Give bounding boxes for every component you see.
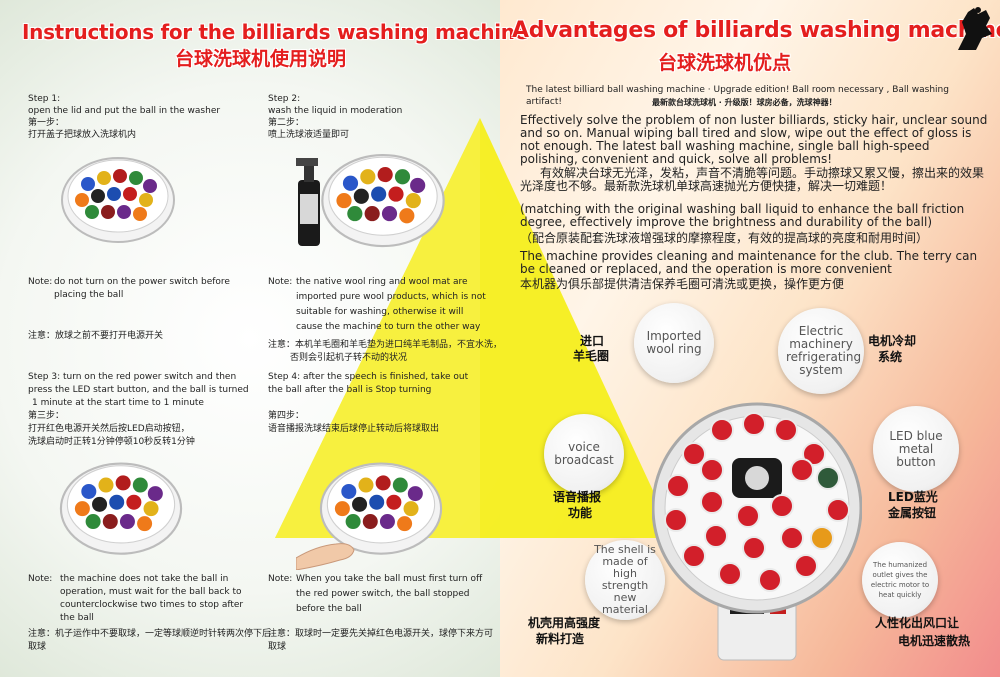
step2-zh-text: 喷上洗球液适量即可 bbox=[268, 130, 350, 140]
feature-shell-circle: The shell is made of high strength new m… bbox=[585, 540, 665, 620]
note4-text3: before the ball bbox=[296, 604, 362, 614]
note4-zh2: 取球 bbox=[268, 642, 287, 652]
billiard-washer-image-step1 bbox=[61, 157, 175, 243]
feature-outlet-en: The humanized outlet gives the electric … bbox=[870, 561, 930, 599]
feature-voice-circle: voice broadcast bbox=[544, 414, 624, 494]
note1-label: Note: bbox=[28, 277, 53, 287]
note3-text4: the ball bbox=[60, 613, 94, 623]
feature-wool-ring-en: Imported wool ring bbox=[646, 329, 702, 356]
feature-outlet-circle: The humanized outlet gives the electric … bbox=[862, 542, 938, 618]
hand-image bbox=[296, 543, 355, 570]
feature-motor-zh1: 电机冷却 bbox=[868, 334, 917, 348]
note1-text1: do not turn on the power switch before bbox=[54, 277, 230, 287]
silhouette-logo bbox=[958, 7, 992, 50]
note3-text3: counterclockwise two times to stop after bbox=[60, 600, 244, 610]
feature-led-circle: LED blue metal button bbox=[873, 406, 959, 492]
note3-zh1: 注意：机子运作中不要取球，一定等球顺逆时针转两次停下后 bbox=[28, 629, 272, 639]
intro-en: The latest billiard ball washing machine… bbox=[526, 85, 949, 107]
para2-zh: （配合原装配套洗球液增强球的摩擦程度，有效的提高球的亮度和耐用时间） bbox=[520, 231, 929, 245]
feature-motor-circle: Electric machinery refrigerating system bbox=[778, 308, 864, 394]
para1-en: Effectively solve the problem of non lus… bbox=[520, 113, 988, 166]
feature-voice-zh1: 语音播报 bbox=[553, 490, 602, 504]
feature-shell-zh2: 新料打造 bbox=[536, 632, 585, 646]
note2-label: Note: bbox=[268, 277, 293, 287]
step1-zh-label: 第一步： bbox=[28, 118, 65, 128]
step4-text2: the ball after the ball is Stop turning bbox=[268, 385, 432, 395]
step3-zh2: 洗球启动时正转1分钟停顿10秒反转1分钟 bbox=[28, 437, 195, 447]
billiard-washer-image-step3 bbox=[59, 462, 183, 555]
note2-zh1: 注意：本机羊毛圈和羊毛垫为进口纯羊毛制品，不宜水洗， bbox=[268, 340, 503, 350]
note1-zh: 注意：放球之前不要打开电源开关 bbox=[28, 331, 164, 341]
note4-text2: the red power switch, the ball stopped bbox=[296, 589, 470, 599]
feature-motor-en: Electric machinery refrigerating system bbox=[786, 324, 862, 377]
right-title-zh: 台球洗球机优点 bbox=[658, 52, 792, 74]
feature-outlet-zh2: 电机迅速散热 bbox=[898, 634, 971, 648]
para3-en: The machine provides cleaning and mainte… bbox=[520, 249, 978, 276]
left-title-en: Instructions for the billiards washing m… bbox=[22, 20, 529, 44]
step2-label: Step 2: bbox=[268, 94, 301, 104]
step2-zh-label: 第二步： bbox=[268, 118, 305, 128]
step1-zh-text: 打开盖子把球放入洗球机内 bbox=[28, 130, 137, 140]
feature-wool-ring-zh1: 进口 bbox=[580, 334, 605, 348]
left-title-zh: 台球洗球机使用说明 bbox=[175, 48, 347, 70]
note4-label: Note: bbox=[268, 574, 293, 584]
step3-zh-label: 第三步： bbox=[28, 411, 65, 421]
note1-text2: placing the ball bbox=[54, 290, 124, 300]
note4-text1: When you take the ball must first turn o… bbox=[296, 574, 483, 584]
para2-en: (matching with the original washing ball… bbox=[520, 202, 965, 229]
step3-text1: Step 3: turn on the red power switch and… bbox=[28, 372, 237, 382]
feature-voice-en: voice broadcast bbox=[554, 440, 614, 467]
feature-wool-ring-circle: Imported wool ring bbox=[634, 303, 714, 383]
step1-label: Step 1: bbox=[28, 94, 61, 104]
note2-text3: suitable for washing, otherwise it will bbox=[296, 307, 464, 317]
billiard-washer-image-step2 bbox=[321, 153, 445, 248]
feature-wool-ring-zh2: 羊毛圈 bbox=[573, 349, 610, 363]
note4-zh1: 注意：取球时一定要先关掉红色电源开关，球停下来方可 bbox=[268, 629, 494, 639]
feature-voice-zh2: 功能 bbox=[568, 506, 593, 520]
note2-text1: the native wool ring and wool mat are bbox=[296, 277, 468, 287]
feature-motor-zh2: 系统 bbox=[878, 350, 903, 364]
right-title-en: Advantages of billiards washing machine bbox=[512, 18, 1000, 43]
step4-text1: Step 4: after the speech is finished, ta… bbox=[268, 372, 469, 382]
note2-text4: cause the machine to turn the other way bbox=[296, 322, 481, 332]
para1-zh: 有效解决台球无光泽，发粘，声音不清脆等问题。手动擦球又累又慢，擦出来的效果光泽度… bbox=[520, 166, 985, 193]
step3-text3: 1 minute at the start time to 1 minute bbox=[32, 398, 204, 408]
note2-text2: imported pure wool products, which is no… bbox=[296, 292, 486, 302]
feature-shell-en: The shell is made of high strength new m… bbox=[594, 543, 656, 616]
feature-led-en: LED blue metal button bbox=[889, 428, 943, 469]
note3-text1: the machine does not take the ball in bbox=[60, 574, 229, 584]
feature-led-zh1: LED蓝光 bbox=[888, 490, 938, 504]
note3-text2: operation, must wait for the ball back t… bbox=[60, 587, 242, 597]
step3-text2: press the LED start button, and the ball… bbox=[28, 385, 249, 395]
feature-outlet-zh1: 人性化出风口让 bbox=[875, 616, 960, 630]
note3-zh2: 取球 bbox=[28, 642, 47, 652]
note2-zh2: 否则会引起机子转不动的状况 bbox=[290, 353, 408, 363]
feature-led-zh2: 金属按钮 bbox=[888, 506, 937, 520]
step1-text: open the lid and put the ball in the was… bbox=[28, 106, 221, 116]
note3-label: Note: bbox=[28, 574, 53, 584]
step4-zh-label: 第四步： bbox=[268, 411, 305, 421]
feature-shell-zh1: 机壳用高强度 bbox=[528, 616, 601, 630]
step2-text: wash the liquid in moderation bbox=[268, 106, 403, 116]
para3-zh: 本机器为俱乐部提供清洁保养毛圈可清洗或更换，操作更方便 bbox=[520, 277, 845, 291]
spray-bottle-image bbox=[296, 158, 320, 246]
billiard-washer-image-main bbox=[652, 402, 862, 661]
intro-zh: 最新款台球洗球机 · 升级版！球房必备，洗球神器！ bbox=[652, 98, 837, 107]
step3-zh1: 打开红色电源开关然后按LED启动按钮， bbox=[28, 424, 190, 434]
step4-zh: 语音播报洗球结束后球停止转动后将球取出 bbox=[268, 424, 440, 434]
